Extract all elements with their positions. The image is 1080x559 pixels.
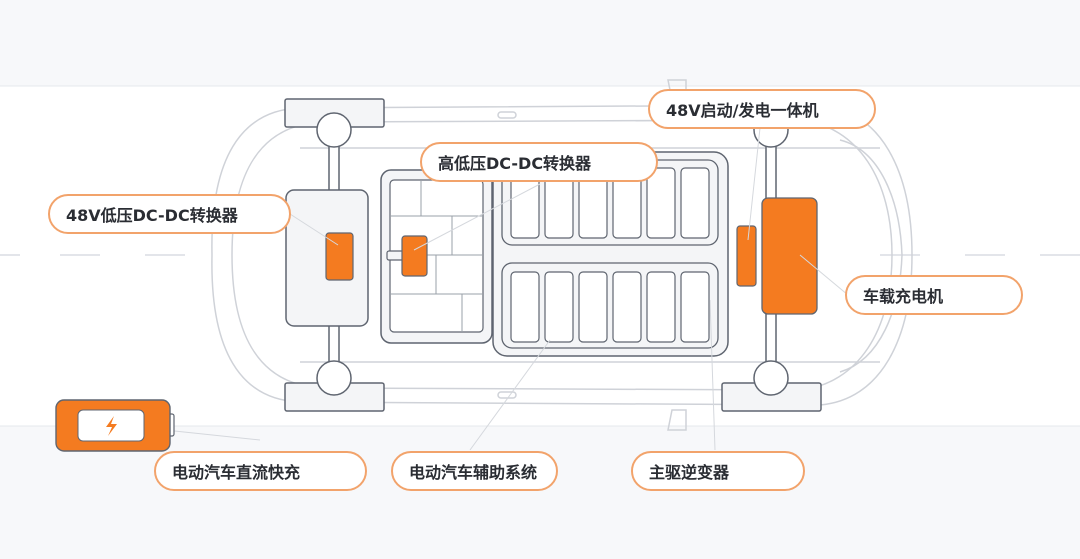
leader-lines bbox=[164, 127, 849, 451]
label-dc-fast-charging: 电动汽车直流快充 bbox=[154, 451, 367, 491]
label-starter-generator-48v: 48V启动/发电一体机 bbox=[648, 89, 876, 129]
battery-icon bbox=[55, 399, 175, 452]
battery-pack bbox=[492, 151, 729, 357]
label-dcdc-48v: 48V低压DC-DC转换器 bbox=[48, 194, 291, 234]
label-hv-lv-dcdc: 高低压DC-DC转换器 bbox=[420, 142, 658, 182]
lightning-icon bbox=[106, 416, 117, 436]
label-onboard-charger: 车载充电机 bbox=[845, 275, 1023, 315]
label-main-inverter: 主驱逆变器 bbox=[631, 451, 805, 491]
front-hub-bottom bbox=[316, 360, 352, 396]
front-hub-top bbox=[316, 112, 352, 148]
dcdc-48v-component bbox=[325, 232, 354, 281]
hv-lv-dcdc-unit bbox=[380, 169, 493, 344]
hv-lv-dcdc-component bbox=[401, 235, 428, 277]
onboard-charger-component bbox=[761, 197, 818, 315]
rear-hub-bottom bbox=[753, 360, 789, 396]
label-ev-auxiliary: 电动汽车辅助系统 bbox=[391, 451, 558, 491]
starter-generator-component bbox=[736, 225, 757, 287]
